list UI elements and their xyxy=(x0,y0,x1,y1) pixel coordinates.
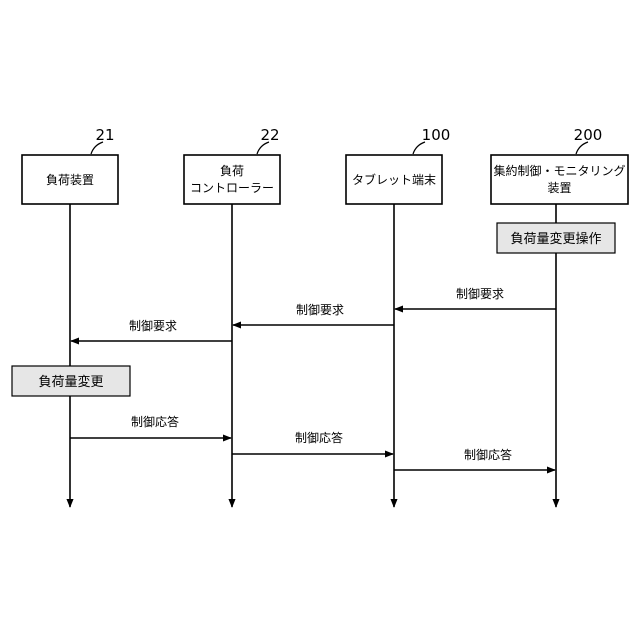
ref-number-100: 100 xyxy=(422,126,451,144)
entity-label-200-line1: 集約制御・モニタリング xyxy=(493,163,625,178)
ref-number-22: 22 xyxy=(260,126,279,144)
message-label-4: 制御応答 xyxy=(131,414,179,429)
message-label-5: 制御応答 xyxy=(295,430,343,445)
process-label-operation: 負荷量変更操作 xyxy=(510,231,601,247)
entity-label-22-line2: コントローラー xyxy=(190,181,274,195)
message-label-1: 制御要求 xyxy=(456,286,504,301)
message-6-control-response: 制御応答 xyxy=(394,447,555,470)
message-label-3: 制御要求 xyxy=(129,318,177,333)
entity-label-200-line2: 装置 xyxy=(547,181,571,195)
message-label-2: 制御要求 xyxy=(296,302,344,317)
ref-number-21: 21 xyxy=(95,126,114,144)
message-4-control-response: 制御応答 xyxy=(70,414,231,438)
entity-label-21: 負荷装置 xyxy=(46,173,94,187)
entity-22: 22 負荷 コントローラー xyxy=(184,126,280,204)
process-load-change-operation: 負荷量変更操作 xyxy=(497,223,615,253)
process-load-change: 負荷量変更 xyxy=(12,366,130,396)
entity-label-22-line1: 負荷 xyxy=(220,164,244,178)
message-2-control-request: 制御要求 xyxy=(233,302,394,325)
entity-21: 21 負荷装置 xyxy=(22,126,118,204)
entity-200: 200 集約制御・モニタリング 装置 xyxy=(491,126,628,204)
entity-100: 100 タブレット端末 xyxy=(346,126,450,204)
message-3-control-request: 制御要求 xyxy=(71,318,232,341)
entity-box-22 xyxy=(184,155,280,204)
message-1-control-request: 制御要求 xyxy=(395,286,556,309)
process-label-load-change: 負荷量変更 xyxy=(38,374,103,390)
ref-number-200: 200 xyxy=(574,126,603,144)
entity-box-200 xyxy=(491,155,628,204)
message-label-6: 制御応答 xyxy=(464,447,512,462)
entity-label-100: タブレット端末 xyxy=(352,172,436,187)
message-5-control-response: 制御応答 xyxy=(232,430,393,454)
